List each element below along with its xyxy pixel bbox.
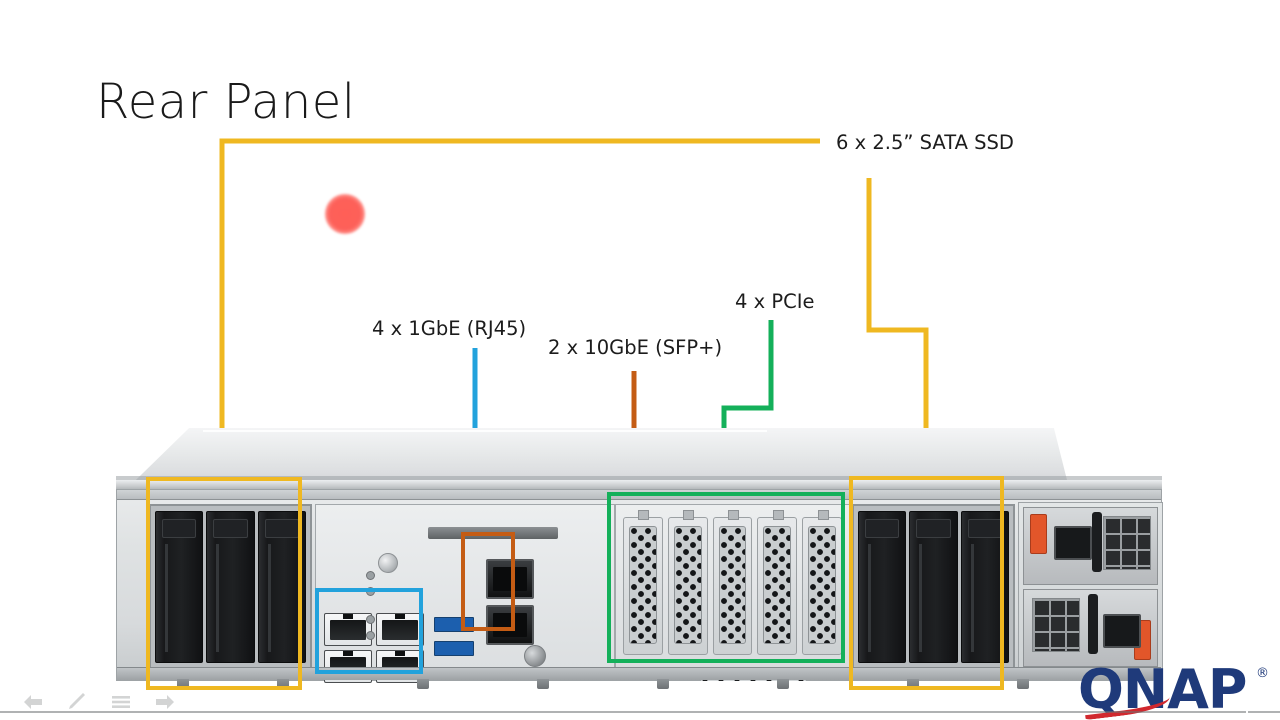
- power-supply-unit[interactable]: [1023, 589, 1158, 667]
- slot-tab: [817, 510, 829, 520]
- callout-label-sfp: 2 x 10GbE (SFP+): [548, 336, 723, 359]
- slot-tab: [727, 510, 740, 520]
- drive-bay-left: [149, 504, 312, 670]
- psu-cable-clip: [1088, 594, 1098, 654]
- registered-mark: ®: [1256, 666, 1269, 681]
- qnap-logo: QNAP ®: [1078, 660, 1280, 720]
- pcie-slot-bracket[interactable]: [623, 510, 663, 655]
- highlight-box-sfp: [461, 532, 515, 631]
- leader-line-ssd-left: [219, 138, 820, 477]
- sfp-plus-port[interactable]: [486, 559, 534, 599]
- psu-cable-clip: [1092, 512, 1102, 572]
- drive-tray[interactable]: [206, 511, 255, 663]
- drive-tray[interactable]: [858, 511, 907, 663]
- pcie-slot-bracket[interactable]: [667, 510, 708, 655]
- highlight-box-rj45: [315, 588, 423, 674]
- pcie-slot-region: [615, 504, 850, 670]
- highlight-box-ssd-right: [849, 476, 1004, 690]
- chassis-top-lip: [116, 476, 1162, 480]
- laser-pointer-dot: [325, 194, 365, 234]
- chassis-foot: [417, 679, 429, 689]
- slot-vent-grille: [673, 526, 702, 644]
- slot-tab: [683, 510, 695, 520]
- status-led-icon: [366, 571, 375, 580]
- thumbscrew-icon: [378, 553, 398, 573]
- rj45-port[interactable]: [324, 613, 372, 646]
- chassis-foot: [1017, 679, 1029, 689]
- callout-label-rj45: 4 x 1GbE (RJ45): [372, 317, 527, 340]
- pcie-slot-bracket[interactable]: [757, 510, 798, 655]
- callout-label-pcie: 4 x PCIe: [735, 290, 815, 313]
- psu-fan-grille: [1032, 598, 1080, 652]
- chassis-top-edge: [116, 480, 1162, 490]
- power-supply-region: [1018, 502, 1163, 672]
- highlight-box-pcie: [607, 492, 845, 663]
- console-port[interactable]: [524, 645, 546, 667]
- chassis-foot: [537, 679, 549, 689]
- slot-tab: [772, 510, 784, 520]
- qnap-wordmark: QNAP: [1078, 660, 1247, 720]
- chassis-foot: [277, 679, 289, 689]
- power-socket[interactable]: [1103, 614, 1141, 648]
- highlight-box-ssd-left: [146, 477, 302, 690]
- pcie-slot-bracket[interactable]: [712, 510, 753, 655]
- menu-icon[interactable]: [110, 693, 132, 711]
- psu-fan-grille: [1103, 516, 1151, 570]
- chassis-foot: [657, 679, 669, 689]
- power-socket[interactable]: [1054, 526, 1092, 560]
- power-supply-unit[interactable]: [1023, 507, 1158, 585]
- slide-right-edge: [1246, 0, 1248, 720]
- chassis-foot: [907, 679, 919, 689]
- page-title: Rear Panel: [96, 74, 356, 130]
- drive-tray[interactable]: [909, 511, 958, 663]
- drive-tray[interactable]: [257, 511, 306, 663]
- usb-port[interactable]: [434, 641, 474, 656]
- leader-line-ssd-right: [866, 178, 929, 477]
- pcie-slot-bracket[interactable]: [802, 510, 842, 655]
- slot-vent-grille: [629, 526, 657, 644]
- chassis-top-cover: [131, 428, 1068, 484]
- presentation-toolbar: [22, 690, 176, 714]
- pen-icon[interactable]: [66, 693, 88, 711]
- sfp-plus-port-group: [486, 559, 534, 645]
- chassis-foot: [177, 679, 189, 689]
- slot-vent-grille: [808, 526, 836, 644]
- slot-tab: [638, 510, 650, 520]
- status-led-icon: [366, 631, 375, 640]
- drive-tray[interactable]: [155, 511, 204, 663]
- callout-label-sata-ssd: 6 x 2.5” SATA SSD: [836, 131, 1014, 154]
- arrow-right-icon[interactable]: [154, 693, 176, 711]
- sfp-plus-port[interactable]: [486, 605, 534, 645]
- status-led-icon: [366, 615, 375, 624]
- arrow-left-icon[interactable]: [22, 693, 44, 711]
- psu-release-latch[interactable]: [1030, 514, 1047, 554]
- rj45-port[interactable]: [376, 613, 424, 646]
- chassis-foot: [777, 679, 789, 689]
- slot-vent-grille: [763, 526, 792, 644]
- slide-bottom-divider: [0, 711, 1280, 713]
- slot-vent-grille: [718, 526, 747, 644]
